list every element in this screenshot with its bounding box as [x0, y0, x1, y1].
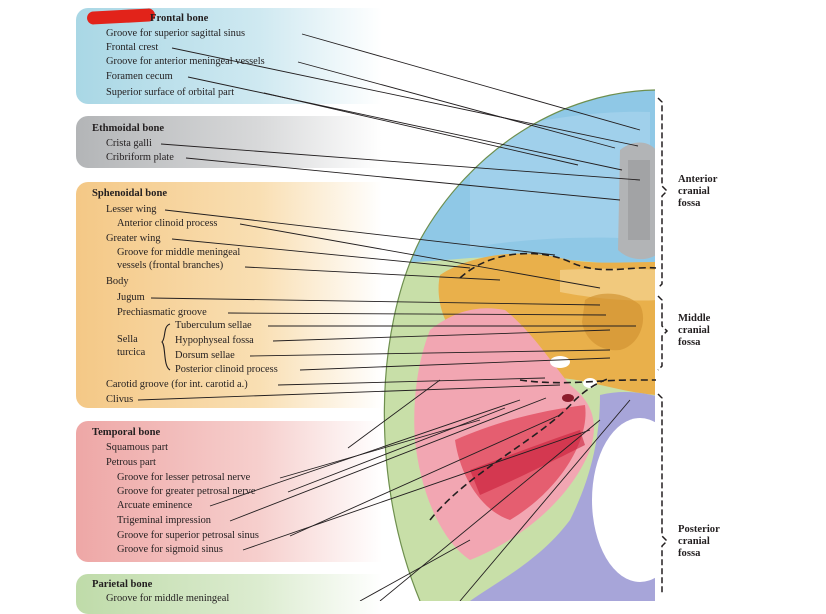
- foramen-magnum: [592, 418, 655, 582]
- label-petrous-part: Petrous part: [106, 457, 156, 468]
- fossa-line: cranial: [678, 536, 710, 547]
- label-crista-galli: Crista galli: [106, 138, 152, 149]
- fossa-line: Posterior: [678, 524, 720, 535]
- anterior-cranial-fossa-label: Anterior cranial fossa: [678, 174, 717, 210]
- fossa-line: fossa: [678, 337, 701, 348]
- label-frontal-crest: Frontal crest: [106, 42, 159, 53]
- label-lesser-wing: Lesser wing: [106, 204, 157, 215]
- frontal-bone-heading: Frontal bone: [150, 13, 209, 24]
- cranial-base-illustration: [137, 33, 669, 601]
- fossa-line: fossa: [678, 198, 701, 209]
- fossa-line: Anterior: [678, 174, 718, 185]
- middle-cranial-fossa-label: Middle cranial fossa: [678, 313, 710, 349]
- label-groove-superior-sagittal-sinus: Groove for superior sagittal sinus: [106, 28, 246, 39]
- frontal-bone-panel: [76, 8, 382, 104]
- label-posterior-clinoid: Posterior clinoid process: [175, 364, 278, 375]
- temporal-bone-panel: [76, 421, 382, 562]
- label-groove-middle-meningeal: Groove for middle meningeal: [117, 247, 241, 258]
- label-dorsum-sellae: Dorsum sellae: [175, 350, 235, 361]
- label-vessels-frontal-branches: vessels (frontal branches): [117, 260, 224, 271]
- label-groove-greater-petrosal: Groove for greater petrosal nerve: [117, 486, 256, 497]
- label-superior-surface-orbital: Superior surface of orbital part: [106, 87, 235, 98]
- label-arcuate-eminence: Arcuate eminence: [117, 500, 193, 511]
- label-foramen-cecum: Foramen cecum: [106, 71, 173, 82]
- label-greater-wing: Greater wing: [106, 233, 161, 244]
- label-tuberculum-sellae: Tuberculum sellae: [175, 320, 252, 331]
- label-groove-anterior-meningeal: Groove for anterior meningeal vessels: [106, 56, 265, 67]
- label-carotid-groove: Carotid groove (for int. carotid a.): [106, 379, 248, 390]
- label-groove-superior-petrosal: Groove for superior petrosal sinus: [117, 530, 259, 541]
- label-turcica: turcica: [117, 347, 146, 358]
- fossa-line: Middle: [678, 313, 711, 324]
- skull-bones: [384, 90, 655, 601]
- label-groove-sigmoid-sinus: Groove for sigmoid sinus: [117, 544, 223, 555]
- label-groove-middle-meningeal-parietal: Groove for middle meningeal: [106, 593, 230, 604]
- fossa-line: cranial: [678, 186, 710, 197]
- label-trigeminal-impression: Trigeminal impression: [117, 515, 211, 526]
- ethmoidal-bone-panel: [76, 116, 382, 168]
- ethmoid-region: [618, 142, 655, 260]
- label-cribriform-plate: Cribriform plate: [106, 152, 174, 163]
- temporal-bone-heading: Temporal bone: [92, 427, 161, 438]
- sphenoidal-bone-heading: Sphenoidal bone: [92, 188, 168, 199]
- ethmoidal-bone-heading: Ethmoidal bone: [92, 123, 165, 134]
- label-sella: Sella: [117, 334, 138, 345]
- posterior-cranial-fossa-label: Posterior cranial fossa: [678, 524, 720, 560]
- label-jugum: Jugum: [117, 292, 145, 303]
- label-groove-lesser-petrosal: Groove for lesser petrosal nerve: [117, 472, 251, 483]
- leader-lines: [137, 33, 641, 601]
- label-body: Body: [106, 276, 129, 287]
- fossa-line: fossa: [678, 548, 701, 559]
- label-clivus: Clivus: [106, 394, 134, 405]
- sphenoid-bone-panel: [76, 182, 382, 408]
- fossa-line: cranial: [678, 325, 710, 336]
- label-prechiasmatic-groove: Prechiasmatic groove: [117, 307, 207, 318]
- label-squamous-part: Squamous part: [106, 442, 169, 453]
- label-anterior-clinoid: Anterior clinoid process: [117, 218, 218, 229]
- parietal-bone-heading: Parietal bone: [92, 579, 153, 590]
- label-hypophyseal-fossa: Hypophyseal fossa: [175, 335, 254, 346]
